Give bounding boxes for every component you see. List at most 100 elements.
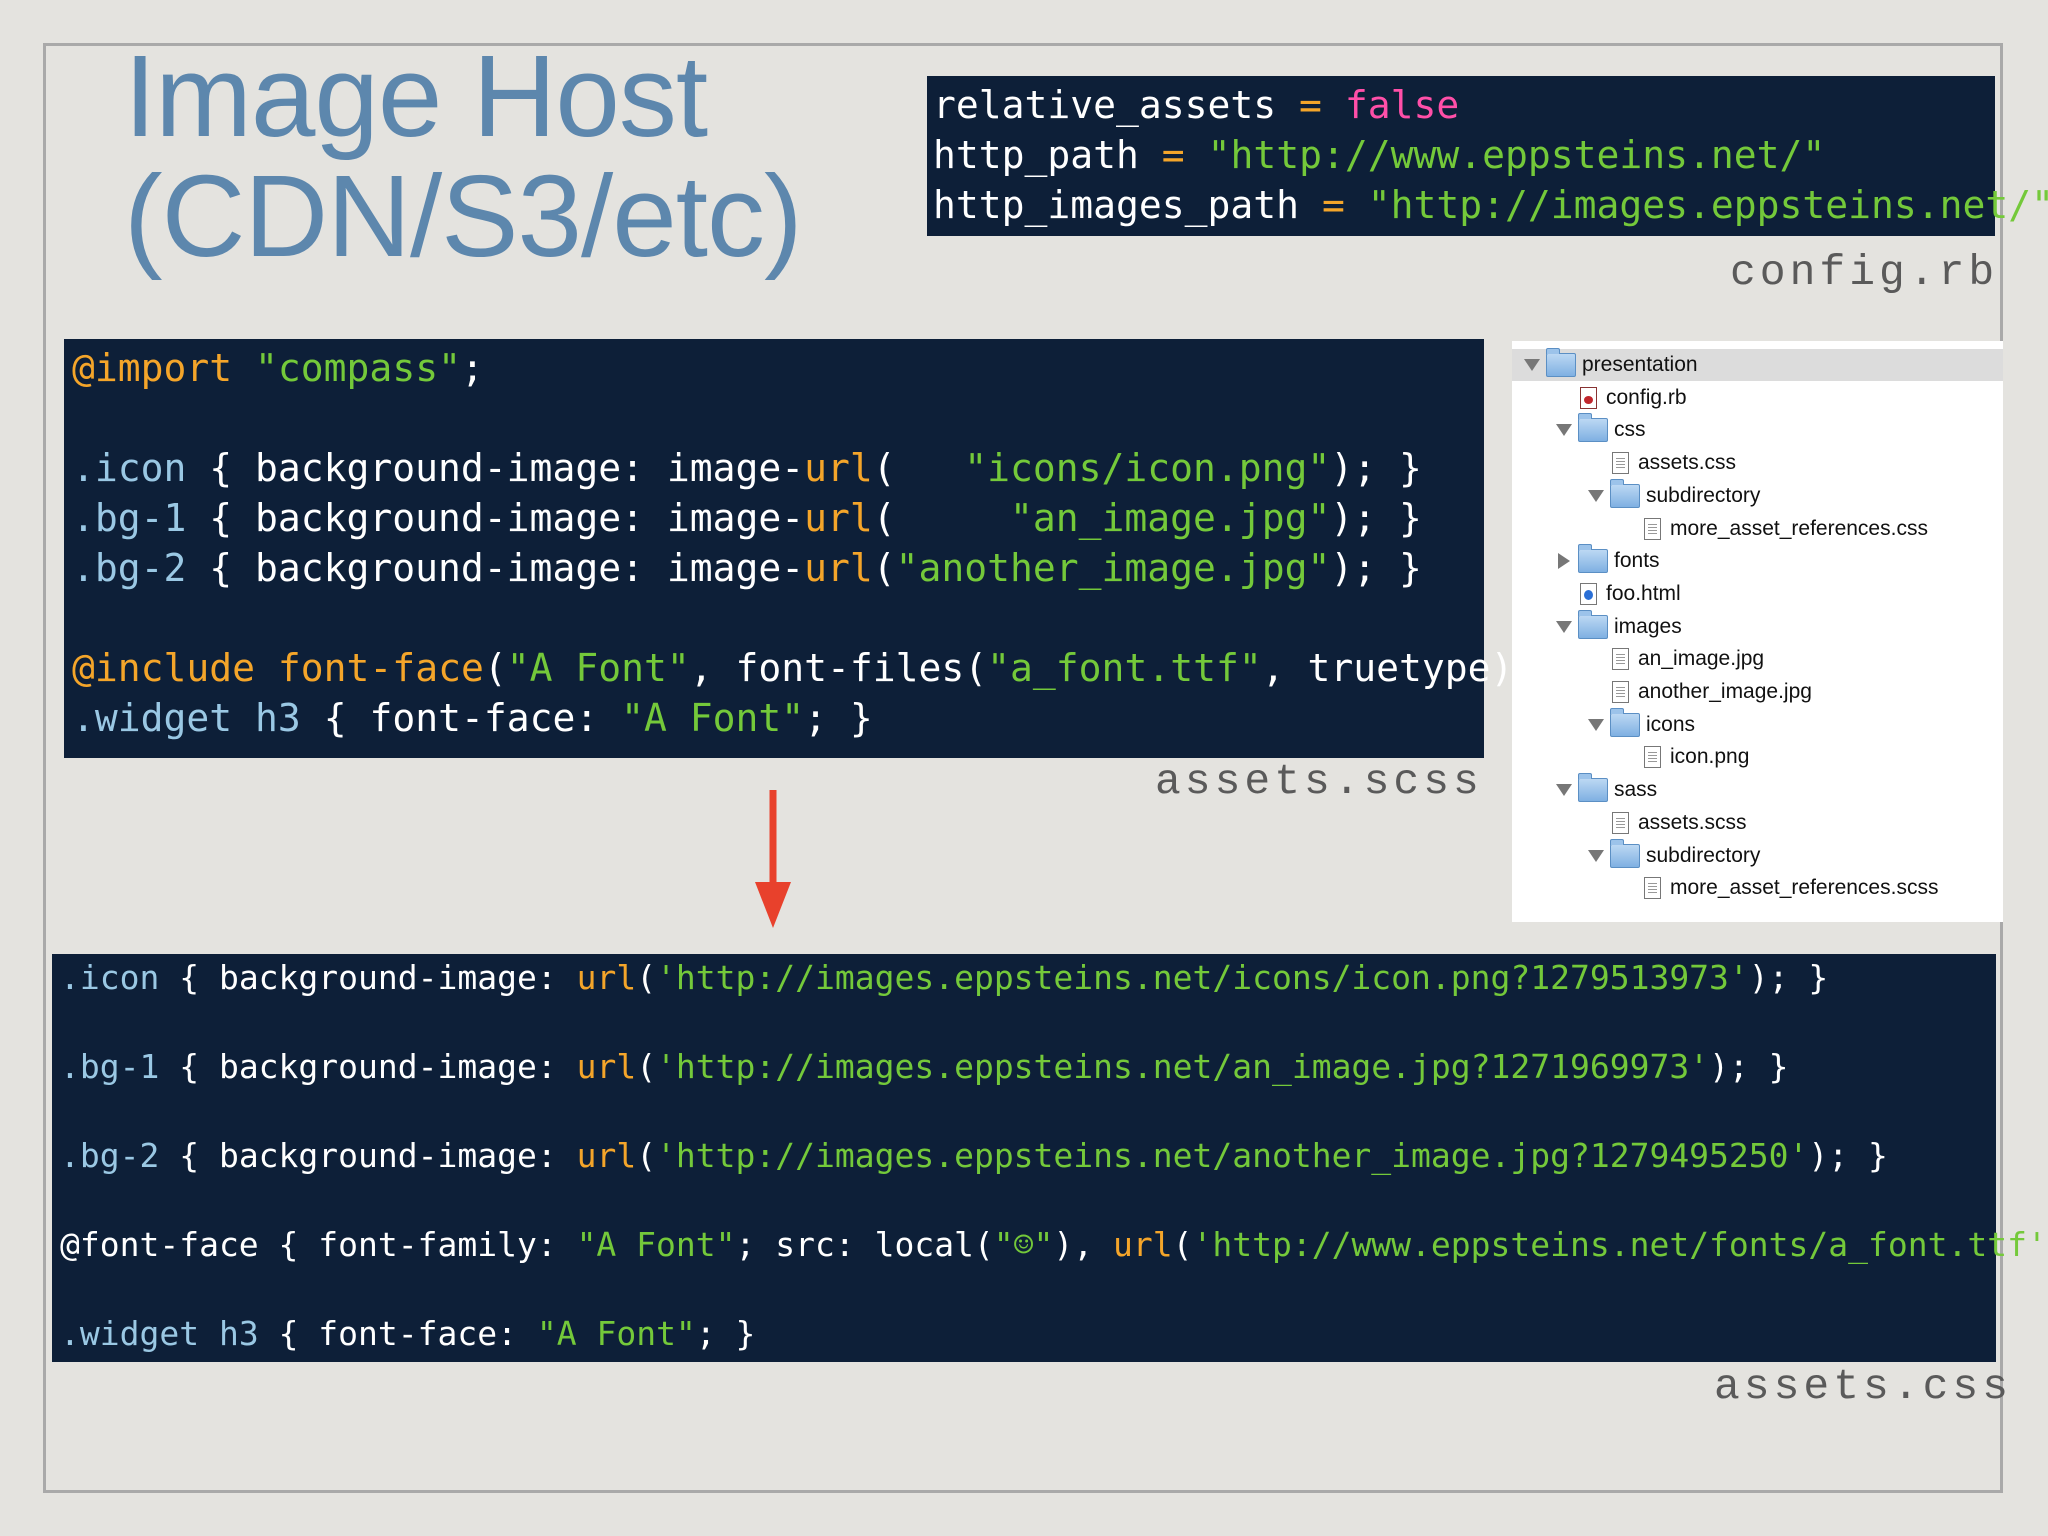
scss-code-token	[255, 646, 278, 690]
tree-item[interactable]: assets.scss	[1512, 807, 1747, 839]
down-arrow-icon	[755, 790, 791, 928]
disclosure-open-icon[interactable]	[1588, 718, 1604, 731]
scss-code-token: (	[483, 646, 507, 690]
tree-item[interactable]: subdirectory	[1512, 838, 1761, 872]
tree-item-label: foo.html	[1606, 581, 1681, 605]
scss-code-token: .widget	[72, 696, 233, 740]
css-code-token: url	[576, 1136, 637, 1175]
css-code-line: .icon { background-image: url('http://im…	[60, 956, 1988, 1001]
scss-code-line: @import "compass";	[72, 343, 1476, 393]
scss-code-line	[72, 593, 1476, 643]
css-code-line	[60, 1001, 1988, 1046]
css-code-token: ),	[1053, 1225, 1114, 1264]
tree-item-label: an_image.jpg	[1638, 647, 1765, 671]
disclosure-open-icon[interactable]	[1556, 424, 1572, 437]
config-code-token	[1322, 83, 1345, 127]
tree-item-label: subdirectory	[1646, 843, 1761, 867]
css-code-block: .icon { background-image: url('http://im…	[52, 954, 2048, 1362]
tree-item[interactable]: icons	[1512, 707, 1695, 741]
tree-item[interactable]: fonts	[1512, 544, 1660, 577]
css-code-token: (	[636, 1047, 657, 1086]
document-file-icon	[1612, 452, 1629, 475]
document-file-icon	[1644, 877, 1661, 900]
scss-code-token: h3	[255, 696, 301, 740]
config-code-token: =	[1161, 133, 1185, 177]
css-code-token: 'http://images.eppsteins.net/icons/icon.…	[656, 958, 1749, 997]
scss-code-block: @import "compass"; .icon { background-im…	[64, 339, 1559, 758]
disclosure-open-icon[interactable]	[1588, 489, 1604, 502]
tree-item[interactable]: config.rb	[1512, 382, 1687, 414]
config-caption: config.rb	[1730, 248, 1999, 297]
css-code-line: @font-face { font-family: "A Font"; src:…	[60, 1223, 2048, 1268]
folder-icon	[1578, 544, 1608, 574]
tree-item[interactable]: more_asset_references.css	[1512, 513, 1928, 545]
scss-code-token: url	[804, 496, 873, 540]
tree-item[interactable]: an_image.jpg	[1512, 643, 1764, 675]
tree-item-label: assets.css	[1638, 451, 1737, 475]
tree-item[interactable]: foo.html	[1512, 578, 1681, 610]
folder-icon	[1578, 773, 1608, 803]
scss-code-token: font-face	[277, 646, 484, 690]
config-code-token: http_path	[933, 133, 1162, 177]
tree-item[interactable]: more_asset_references.scss	[1512, 872, 1938, 904]
tree-item[interactable]: images	[1512, 609, 1682, 643]
css-code-token: url	[576, 958, 637, 997]
tree-item[interactable]: sass	[1512, 773, 1657, 806]
disclosure-open-icon[interactable]	[1556, 784, 1572, 797]
tree-item-label: assets.scss	[1638, 810, 1747, 834]
folder-icon	[1578, 609, 1608, 639]
scss-code-token: @import	[72, 346, 233, 390]
scss-code-token: "compass"	[255, 346, 461, 390]
document-file-icon	[1612, 811, 1629, 834]
document-file-icon	[1644, 746, 1661, 769]
scss-code-token: { background-image: image-	[186, 546, 805, 590]
css-code-token: ); }	[1748, 958, 1829, 997]
css-code-token: url	[576, 1047, 637, 1086]
css-code-token: ; }	[695, 1314, 756, 1353]
css-code-token: (	[1172, 1225, 1193, 1264]
scss-code-token: ); }	[1330, 446, 1422, 490]
tree-item[interactable]: css	[1512, 413, 1646, 446]
disclosure-closed-icon[interactable]	[1558, 553, 1570, 570]
scss-code-token: ); }	[1330, 546, 1422, 590]
scss-code-line: .bg-1 { background-image: image-url( "an…	[72, 493, 1476, 543]
disclosure-open-icon[interactable]	[1524, 359, 1540, 371]
slide-title: Image Host (CDN/S3/etc)	[124, 36, 803, 276]
scss-code-token: url	[804, 546, 873, 590]
css-code-token: .bg-1	[60, 1047, 160, 1086]
css-code-token: { background-image:	[159, 1047, 577, 1086]
scss-code-line: .bg-2 { background-image: image-url("ano…	[72, 543, 1476, 593]
document-file-icon	[1612, 648, 1629, 671]
config-code-token	[1185, 133, 1208, 177]
scss-code-token: ); }	[1330, 496, 1422, 540]
css-code-token: h3	[218, 1314, 259, 1353]
scss-code-token: "icons/icon.png"	[964, 446, 1331, 490]
tree-item[interactable]: subdirectory	[1512, 478, 1761, 512]
disclosure-open-icon[interactable]	[1588, 849, 1604, 862]
disclosure-open-icon[interactable]	[1556, 620, 1572, 633]
css-code-token: url	[1113, 1225, 1173, 1264]
scss-code-line	[72, 393, 1476, 443]
scss-code-line: .widget h3 { font-face: "A Font"; }	[72, 693, 1476, 743]
tree-item[interactable]: presentation	[1512, 348, 2003, 381]
css-code-line	[60, 1179, 1988, 1224]
tree-item[interactable]: assets.css	[1512, 447, 1736, 479]
tree-item-label: subdirectory	[1646, 483, 1761, 507]
scss-code-token: (	[872, 546, 896, 590]
scss-code-token: (	[872, 496, 1011, 540]
css-code-token	[199, 1314, 219, 1353]
scss-code-token: .bg-2	[72, 546, 187, 590]
folder-icon	[1610, 838, 1640, 868]
tree-item[interactable]: another_image.jpg	[1512, 676, 1812, 708]
css-code-token: { background-image:	[159, 1136, 577, 1175]
css-code-token: 'http://www.eppsteins.net/fonts/a_font.t…	[1192, 1225, 2047, 1264]
css-caption: assets.css	[1714, 1362, 2013, 1411]
tree-item[interactable]: icon.png	[1512, 741, 1749, 773]
scss-code-token: url	[804, 446, 873, 490]
css-code-token: { font-face:	[258, 1314, 537, 1353]
scss-code-token: { background-image: image-	[186, 446, 805, 490]
tree-item-label: presentation	[1582, 353, 1698, 376]
css-code-token: (	[636, 958, 657, 997]
scss-code-token: .bg-1	[72, 496, 187, 540]
